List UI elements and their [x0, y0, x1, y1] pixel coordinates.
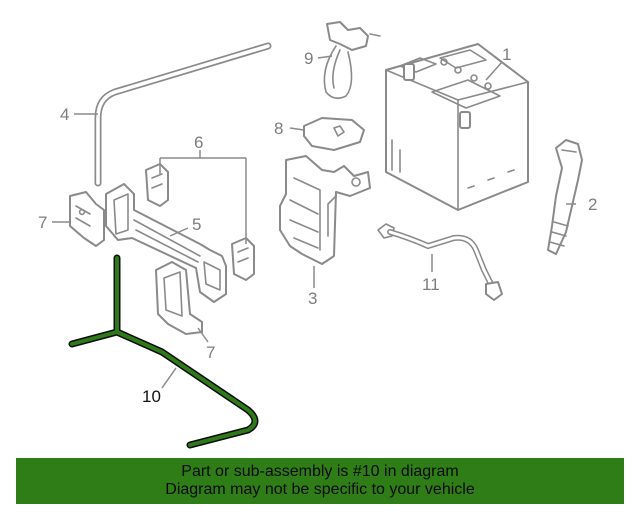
callout-5: 5 [192, 215, 201, 234]
callout-8: 8 [274, 119, 283, 138]
part-4-hose [94, 42, 272, 187]
part-3-fuse-box [279, 155, 371, 265]
part-7-bracket-left [69, 191, 105, 247]
part-5-battery-carrier [105, 183, 227, 303]
callout-4: 4 [60, 105, 69, 124]
part-6-brackets [145, 163, 255, 281]
part-11-ground-strap [377, 223, 503, 301]
callout-10: 10 [142, 387, 161, 406]
leader-lines [52, 55, 576, 389]
callout-7-bottom: 7 [206, 343, 215, 362]
callout-2: 2 [588, 195, 597, 214]
part-10-hose-highlighted [68, 254, 259, 449]
exploded-parts-diagram: 1 2 3 4 5 6 7 7 8 9 10 11 [38, 21, 597, 449]
info-banner: Part or sub-assembly is #10 in diagram D… [16, 458, 624, 504]
callout-9: 9 [304, 49, 313, 68]
part-1-battery [385, 43, 529, 211]
callout-1: 1 [502, 45, 511, 64]
callout-3: 3 [308, 289, 317, 308]
part-7-bracket-bottom [155, 261, 203, 335]
part-2-cable-post [547, 139, 583, 255]
part-9-cable-terminal [323, 21, 381, 100]
callout-6: 6 [194, 133, 203, 152]
banner-line-part-number: Part or sub-assembly is #10 in diagram [181, 463, 459, 480]
callout-11: 11 [422, 275, 440, 294]
banner-line-disclaimer: Diagram may not be specific to your vehi… [165, 481, 475, 498]
callout-7-left: 7 [38, 213, 47, 232]
part-8-terminal-cover [303, 117, 365, 151]
